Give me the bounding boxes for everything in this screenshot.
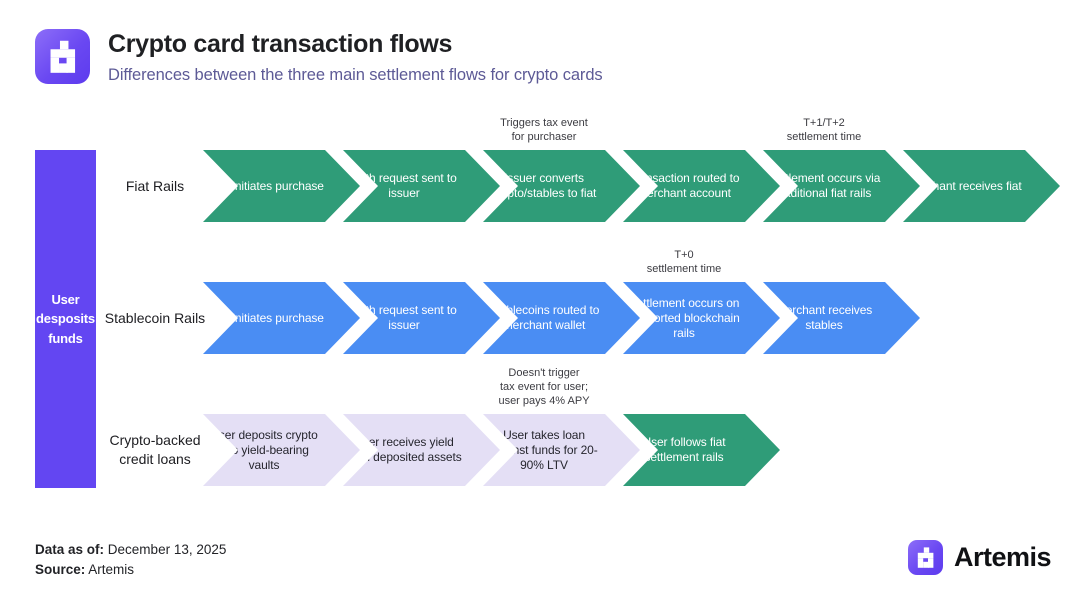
data-as-of-line: Data as of: December 13, 2025 xyxy=(35,540,226,560)
flow-step: User initiates purchase xyxy=(203,282,360,354)
artemis-logo-icon xyxy=(35,29,90,84)
flow-step: User receives yield from deposited asset… xyxy=(343,414,500,486)
source-label: Source: xyxy=(35,562,86,577)
flow-annotation: Triggers tax event for purchaser xyxy=(500,117,588,143)
header-text: Crypto card transaction flows Difference… xyxy=(108,29,603,85)
user-deposits-bar: User desposits funds xyxy=(35,150,96,488)
flow-step: Merchant receives fiat xyxy=(903,150,1060,222)
header: Crypto card transaction flows Difference… xyxy=(35,29,603,85)
page-title: Crypto card transaction flows xyxy=(108,30,453,58)
source-line: Source: Artemis xyxy=(35,560,226,580)
row-label-stablecoin-rails: Stablecoin Rails xyxy=(104,309,206,326)
row-label-crypto-backed-credit-loans: Crypto-backed credit loans xyxy=(109,432,201,467)
flow-step: Settlement occurs via traditional fiat r… xyxy=(763,150,920,222)
flow-step: Merchant receives stables xyxy=(763,282,920,354)
flow-step: User follows fiat settlement rails xyxy=(623,414,780,486)
flow-step: Transaction routed to merchant account xyxy=(623,150,780,222)
flow-step: Stablecoins routed to merchant wallet xyxy=(483,282,640,354)
data-as-of-value: December 13, 2025 xyxy=(107,542,227,557)
footer-meta: Data as of: December 13, 2025 Source: Ar… xyxy=(35,540,226,580)
flow-annotation: T+0 settlement time xyxy=(646,249,722,275)
flow-step: User initiates purchase xyxy=(203,150,360,222)
brand-name: Artemis xyxy=(954,542,1052,572)
flow-annotation: Doesn't trigger tax event for user; user… xyxy=(498,367,590,407)
user-deposits-bar-label: User desposits funds xyxy=(36,291,95,346)
artemis-logo-icon-footer xyxy=(908,540,943,575)
flow-step: Settlement occurs on supported blockchai… xyxy=(623,282,780,354)
flow-step: Issuer converts crypto/stables to fiat xyxy=(483,150,640,222)
row-label-fiat-rails: Fiat Rails xyxy=(125,177,185,194)
flow-step: Auth request sent to issuer xyxy=(343,282,500,354)
footer-brand: Artemis xyxy=(908,540,1052,575)
chevron-row-crypto-backed-credit-loans: User deposits crypto into yield-bearing … xyxy=(203,414,780,486)
page-subtitle: Differences between the three main settl… xyxy=(108,65,603,84)
data-as-of-label: Data as of: xyxy=(35,542,105,557)
flow-step: User deposits crypto into yield-bearing … xyxy=(203,414,360,486)
flow-step: Auth request sent to issuer xyxy=(343,150,500,222)
flow-step: User takes loan against funds for 20-90%… xyxy=(483,414,640,486)
source-value: Artemis xyxy=(88,562,135,577)
flow-annotation: T+1/T+2 settlement time xyxy=(786,117,862,143)
